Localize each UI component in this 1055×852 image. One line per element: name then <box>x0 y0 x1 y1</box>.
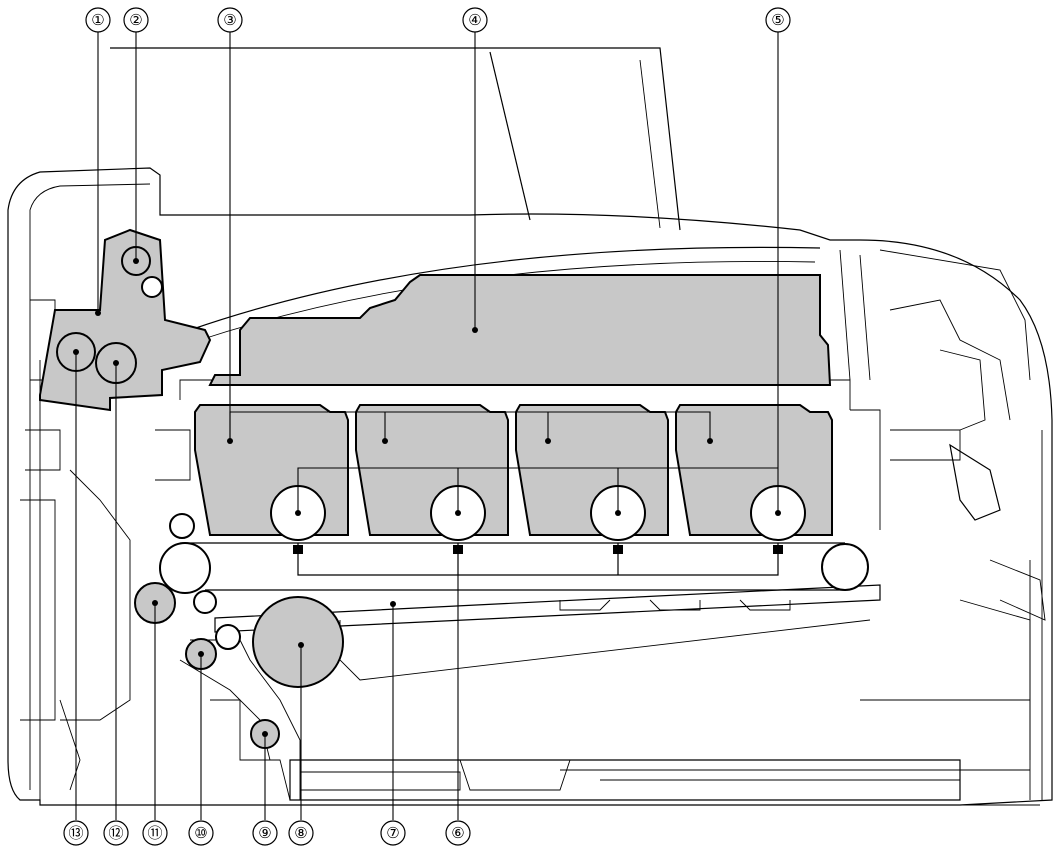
callout-13-label: ⑬ <box>68 824 83 842</box>
drive-roller <box>159 542 211 594</box>
pickup-roller <box>252 596 344 688</box>
callout-13: ⑬ <box>63 820 89 846</box>
callout-4: ④ <box>462 7 488 33</box>
toner-cartridges <box>194 404 833 541</box>
callout-7: ⑦ <box>380 820 406 846</box>
callout-6-label: ⑥ <box>451 824 464 842</box>
callout-12: ⑫ <box>103 820 129 846</box>
primary-transfer-rollers <box>293 543 783 576</box>
registration-idler-roller <box>215 624 241 650</box>
leader-lines <box>73 32 781 820</box>
callout-11: ⑪ <box>142 820 168 846</box>
callout-6: ⑥ <box>445 820 471 846</box>
belt-tension-roller <box>821 543 869 591</box>
callout-2-label: ② <box>129 11 142 29</box>
delivery-idler-roller <box>141 276 163 298</box>
callout-1-label: ① <box>91 11 104 29</box>
callout-2: ② <box>123 7 149 33</box>
callout-8-label: ⑧ <box>294 824 307 842</box>
callout-1: ① <box>85 7 111 33</box>
belt-idler-roller <box>193 590 217 614</box>
callout-10-label: ⑩ <box>194 824 207 842</box>
laser-scanner-unit <box>208 274 832 386</box>
callout-9: ⑨ <box>252 820 278 846</box>
callout-11-label: ⑪ <box>147 824 162 842</box>
callout-9-label: ⑨ <box>258 824 271 842</box>
callout-3: ③ <box>217 7 243 33</box>
callout-5: ⑤ <box>765 7 791 33</box>
callout-12-label: ⑫ <box>108 824 123 842</box>
callout-7-label: ⑦ <box>386 824 399 842</box>
callout-4-label: ④ <box>468 11 481 29</box>
callout-10: ⑩ <box>188 820 214 846</box>
secondary-transfer-idler <box>169 513 195 539</box>
callout-3-label: ③ <box>223 11 236 29</box>
callout-8: ⑧ <box>288 820 314 846</box>
callout-5-label: ⑤ <box>771 11 784 29</box>
